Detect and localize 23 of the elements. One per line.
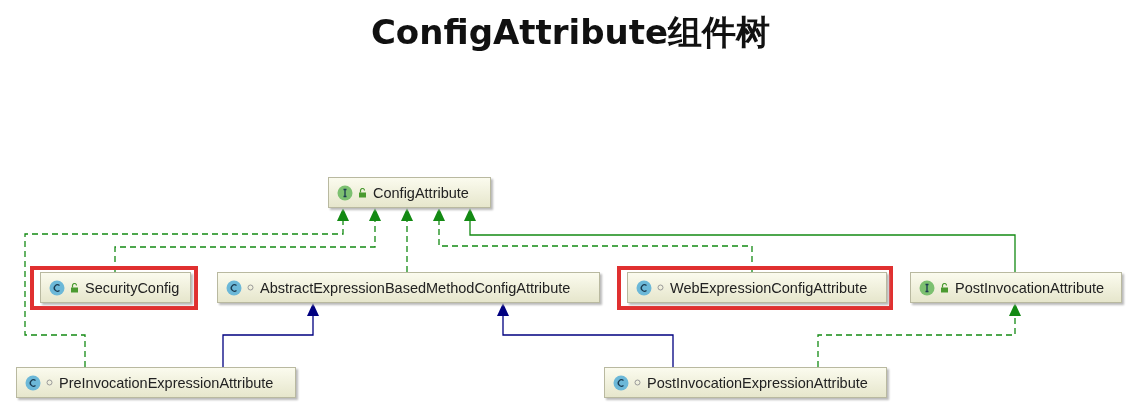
arrow — [817, 302, 1021, 368]
class-name: PostInvocationExpressionAttribute — [647, 374, 868, 391]
class-name: PreInvocationExpressionAttribute — [59, 374, 274, 391]
arrow — [433, 207, 753, 273]
class-name: WebExpressionConfigAttribute — [670, 279, 868, 296]
arrow — [114, 207, 381, 273]
arrow — [401, 207, 413, 273]
class-box — [604, 367, 887, 398]
class-box — [16, 367, 296, 398]
class-box — [910, 272, 1122, 303]
class-box — [328, 177, 491, 208]
class-box — [40, 272, 191, 303]
arrow — [24, 207, 349, 368]
class-name: AbstractExpressionBasedMethodConfigAttribute — [260, 279, 571, 296]
class-name: ConfigAttribute — [373, 184, 469, 201]
arrow — [464, 207, 1016, 273]
class-name: SecurityConfig — [85, 279, 180, 296]
arrow — [497, 302, 674, 368]
arrow — [222, 302, 319, 368]
class-box — [627, 272, 887, 303]
title: ConfigAttribute组件树 — [370, 12, 771, 52]
class-name: PostInvocationAttribute — [955, 279, 1105, 296]
class-box — [217, 272, 600, 303]
